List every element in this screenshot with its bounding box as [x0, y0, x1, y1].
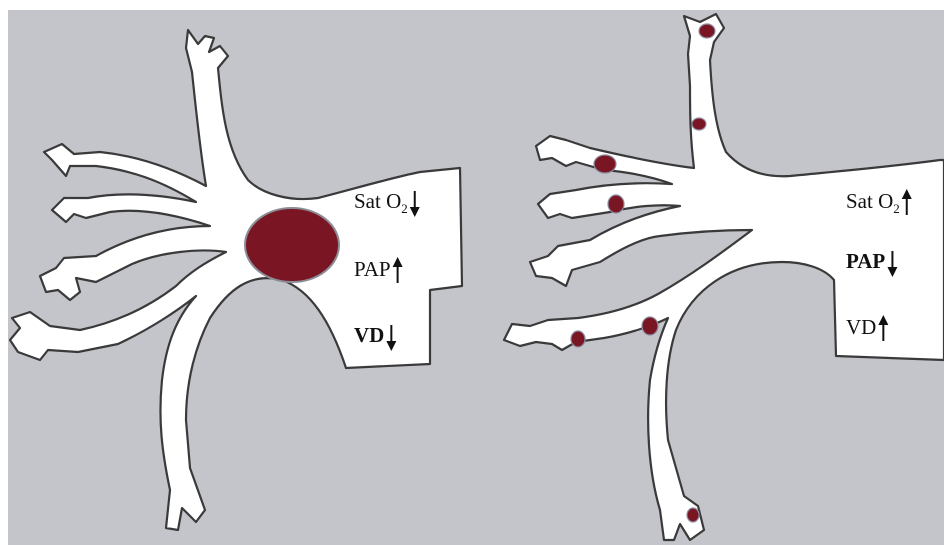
right-indicator-0-subscript: 2 — [893, 201, 900, 216]
left-indicator-0-label: Sat O — [354, 189, 401, 213]
right-embolus-2 — [692, 118, 706, 130]
svg-text:PAP: PAP — [846, 249, 885, 273]
right-embolus-4 — [608, 195, 624, 213]
right-embolus-1 — [699, 24, 715, 38]
svg-text:VD: VD — [846, 315, 876, 339]
left-indicator-0-subscript: 2 — [401, 201, 408, 216]
right-embolus-7 — [687, 508, 699, 522]
svg-text:PAP: PAP — [354, 257, 391, 281]
right-indicator-2-label: VD — [846, 315, 876, 339]
left-indicator-1-label: PAP — [354, 257, 391, 281]
left-large-embolus — [245, 208, 339, 282]
right-embolus-6 — [571, 331, 585, 347]
right-embolus-5 — [642, 317, 658, 335]
left-indicator-2-label: VD — [354, 323, 384, 347]
right-indicator-0-label: Sat O — [846, 189, 893, 213]
svg-text:Sat O2: Sat O2 — [846, 189, 900, 216]
svg-text:Sat O2: Sat O2 — [354, 189, 408, 216]
svg-text:VD: VD — [354, 323, 384, 347]
right-indicator-1-label: PAP — [846, 249, 885, 273]
background — [8, 10, 944, 545]
right-embolus-3 — [594, 155, 616, 173]
